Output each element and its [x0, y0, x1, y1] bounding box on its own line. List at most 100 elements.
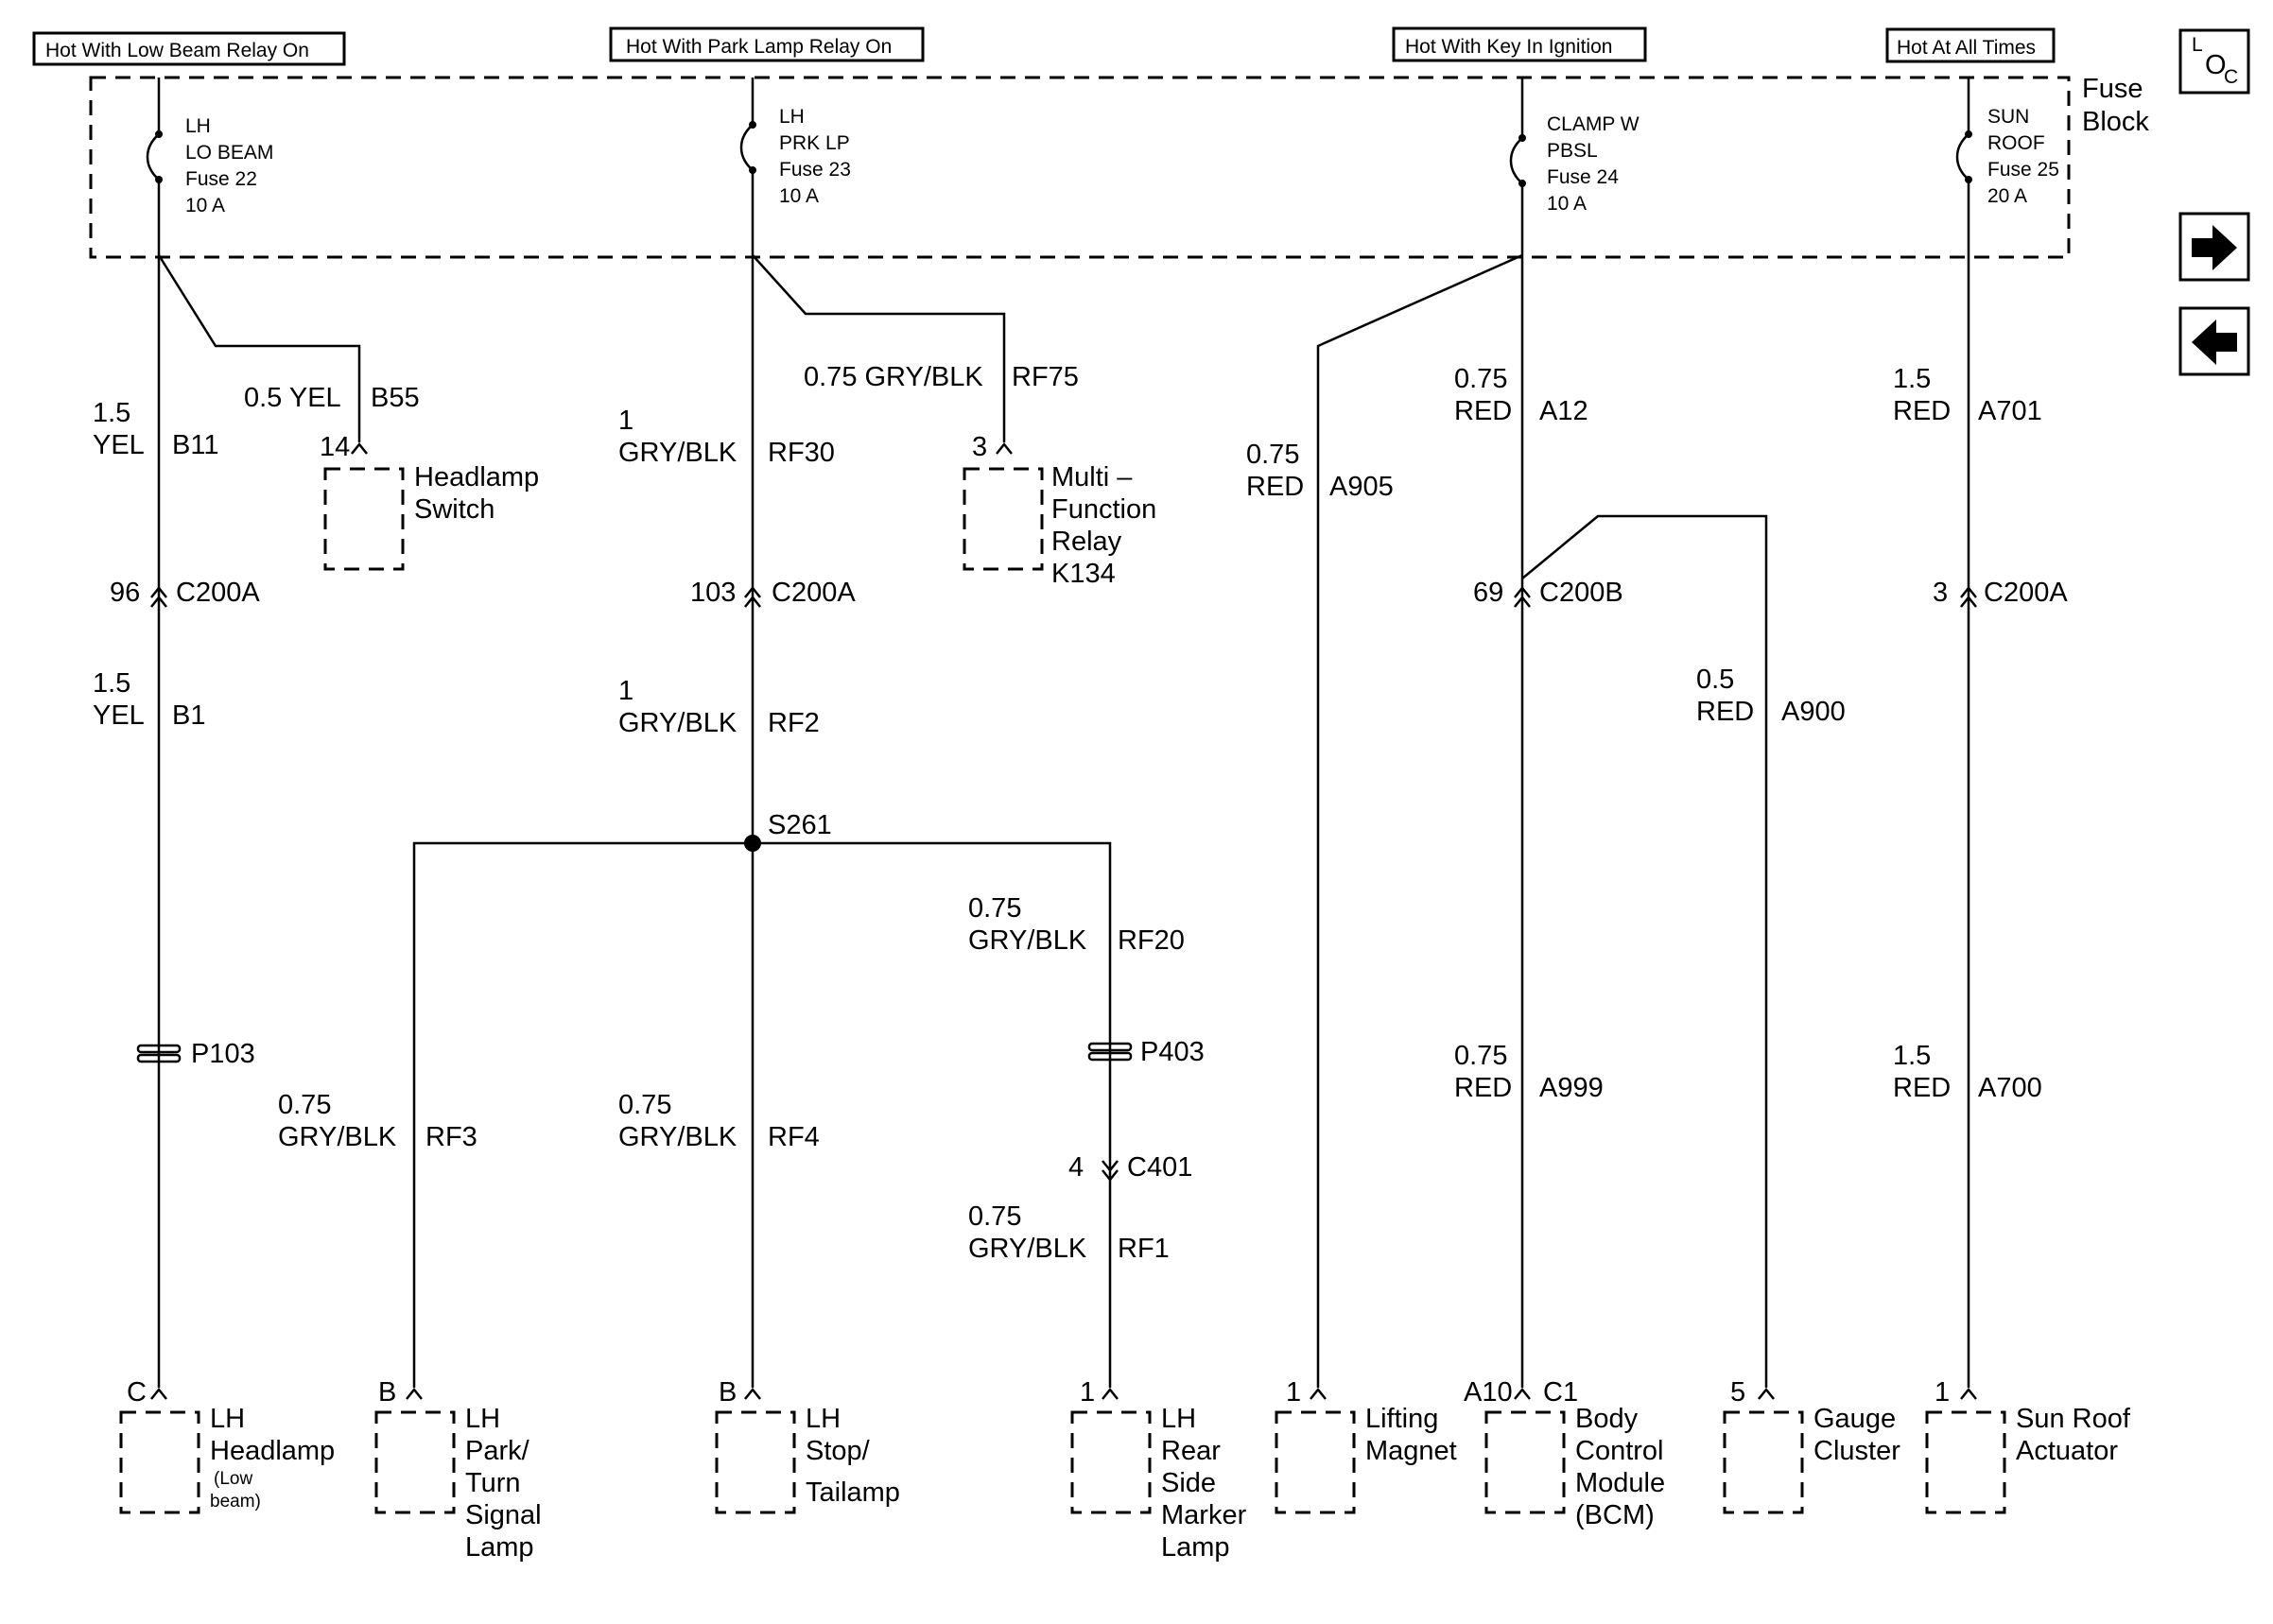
wire-a12-size: 0.75	[1454, 364, 1507, 394]
wire-b1-color: YEL	[93, 700, 145, 731]
wire-a700-color: RED	[1893, 1073, 1951, 1103]
fuse-25-l1: SUN	[1987, 106, 2029, 128]
fuse-25-l4: 20 A	[1987, 185, 2027, 207]
wire-b11-color: YEL	[93, 430, 145, 460]
component-lh-rear-side-marker: 1 LH Rear Side Marker Lamp	[1070, 1377, 1247, 1563]
wire-rf4-circuit: RF4	[768, 1122, 820, 1152]
wire-b1-circuit: B1	[172, 700, 205, 731]
wire-rf1-circuit: RF1	[1118, 1234, 1170, 1264]
wire-a905-size: 0.75	[1246, 440, 1299, 470]
lh-park-l2: Park/	[465, 1436, 530, 1466]
lh-stop-l2: Stop/	[806, 1436, 871, 1466]
header-always-text: Hot At All Times	[1897, 37, 2036, 59]
lh-headlamp-l3: (Low	[214, 1469, 252, 1489]
wire-a900-color: RED	[1696, 697, 1754, 727]
wire-rf20-color: GRY/BLK	[968, 925, 1087, 956]
mfr-pin: 3	[972, 432, 987, 462]
fuse-24-l1: CLAMP W	[1547, 113, 1640, 135]
header-park-lamp: Hot With Park Lamp Relay On	[609, 26, 925, 62]
circuit-low-beam: 0.5 YEL B55 1.5 YEL B11 96 C200A 1.5 YEL…	[93, 180, 420, 1388]
conn-c200a-96-name: C200A	[176, 578, 260, 608]
lh-stop-pin: B	[719, 1377, 737, 1408]
wire-rf1-color: GRY/BLK	[968, 1234, 1087, 1264]
wire-a701-size: 1.5	[1893, 364, 1931, 394]
wire-a900-circuit: A900	[1781, 697, 1846, 727]
wire-rf30-circuit: RF30	[768, 438, 835, 468]
component-lifting-magnet: 1 Lifting Magnet	[1275, 1377, 1457, 1514]
fuse-23-l1: LH	[779, 106, 805, 128]
wire-a12-color: RED	[1454, 396, 1512, 426]
wire-rf3-circuit: RF3	[425, 1122, 477, 1152]
fuse-23-l3: Fuse 23	[779, 159, 851, 181]
location-icon-l: L	[2192, 34, 2203, 56]
conn-c401-name: C401	[1127, 1152, 1192, 1183]
lh-headlamp-l4: beam)	[210, 1492, 261, 1512]
component-sun-roof-actuator: 1 Sun Roof Actuator	[1925, 1377, 2131, 1514]
circuit-park-lamp: 0.75 GRY/BLK RF75 1 GRY/BLK RF30 103 C20…	[278, 170, 1205, 1388]
header-all-times: Hot At All Times	[1885, 27, 2056, 63]
fuse-22-l3: Fuse 22	[185, 168, 257, 190]
fuse-25-l3: Fuse 25	[1987, 159, 2059, 181]
fuse-23-l2: PRK LP	[779, 132, 850, 154]
fuse-22: LH LO BEAM Fuse 22 10 A	[146, 78, 273, 216]
wire-a701-color: RED	[1893, 396, 1951, 426]
fuse-block-outline	[89, 76, 2071, 259]
p103-connector-icon	[136, 1044, 182, 1063]
wire-rf75-size-color: 0.75 GRY/BLK	[804, 362, 983, 392]
fuse-23-l4: 10 A	[779, 185, 819, 207]
lh-marker-l1: LH	[1161, 1404, 1196, 1434]
conn-c200b-69-name: C200B	[1539, 578, 1623, 608]
component-lh-headlamp: C LH Headlamp (Low beam)	[119, 1377, 335, 1514]
wire-rf2-color: GRY/BLK	[618, 708, 737, 738]
conn-c200b-69-pin: 69	[1473, 578, 1503, 608]
conn-p103: P103	[191, 1039, 255, 1069]
component-gauge-cluster: 5 Gauge Cluster	[1723, 1377, 1900, 1514]
location-icon-c: C	[2224, 66, 2238, 88]
sunroof-pin: 1	[1935, 1377, 1950, 1408]
lifting-l1: Lifting	[1365, 1404, 1438, 1434]
fuse-22-l1: LH	[185, 115, 211, 137]
component-bcm: A10 C1 Body Control Module (BCM)	[1464, 1377, 1665, 1530]
component-headlamp-switch: 14 Headlamp Switch	[320, 432, 539, 571]
mfr-l2: Function	[1051, 494, 1156, 525]
forward-arrow-icon[interactable]	[2178, 212, 2250, 282]
sunroof-l2: Actuator	[2016, 1436, 2118, 1466]
lh-park-l1: LH	[465, 1404, 500, 1434]
headlamp-switch-l1: Headlamp	[414, 462, 539, 492]
wire-rf20-circuit: RF20	[1118, 925, 1185, 956]
location-icon-o: O	[2205, 50, 2227, 80]
lh-marker-l5: Lamp	[1161, 1532, 1230, 1563]
wire-a700-size: 1.5	[1893, 1041, 1931, 1071]
conn-c200a-96-pin: 96	[110, 578, 140, 608]
wire-rf30-size: 1	[618, 406, 633, 436]
fuse-24-l4: 10 A	[1547, 193, 1587, 215]
header-key-ignition: Hot With Key In Ignition	[1392, 26, 1647, 62]
lifting-pin: 1	[1286, 1377, 1301, 1408]
mfr-l1: Multi –	[1051, 462, 1133, 492]
bcm-l3: Module	[1575, 1468, 1665, 1498]
fuse-25-l2: ROOF	[1987, 132, 2045, 154]
location-icon[interactable]: L O C	[2178, 28, 2250, 95]
header-low-beam: Hot With Low Beam Relay On	[32, 31, 346, 66]
fuse-block-label-2: Block	[2082, 107, 2149, 137]
gauge-l1: Gauge	[1813, 1404, 1896, 1434]
headlamp-switch-pin: 14	[320, 432, 350, 462]
gauge-pin: 5	[1730, 1377, 1745, 1408]
component-lh-stop-tailamp: B LH Stop/ Tailamp	[715, 1377, 900, 1514]
lh-stop-l3: Tailamp	[806, 1477, 900, 1508]
wire-a905-color: RED	[1246, 472, 1304, 502]
back-arrow-icon[interactable]	[2178, 306, 2250, 376]
lh-marker-pin: 1	[1080, 1377, 1095, 1408]
wire-rf3-color: GRY/BLK	[278, 1122, 397, 1152]
wire-rf4-color: GRY/BLK	[618, 1122, 737, 1152]
wire-b1-size: 1.5	[93, 668, 130, 699]
wire-b11-size: 1.5	[93, 398, 130, 428]
lh-park-l3: Turn	[465, 1468, 521, 1498]
wire-a700-circuit: A700	[1978, 1073, 2042, 1103]
wire-b55-size-color: 0.5 YEL	[244, 383, 341, 413]
wire-b55-circuit: B55	[371, 383, 420, 413]
wire-rf75-circuit: RF75	[1012, 362, 1079, 392]
lh-stop-l1: LH	[806, 1404, 841, 1434]
wire-a999-size: 0.75	[1454, 1041, 1507, 1071]
